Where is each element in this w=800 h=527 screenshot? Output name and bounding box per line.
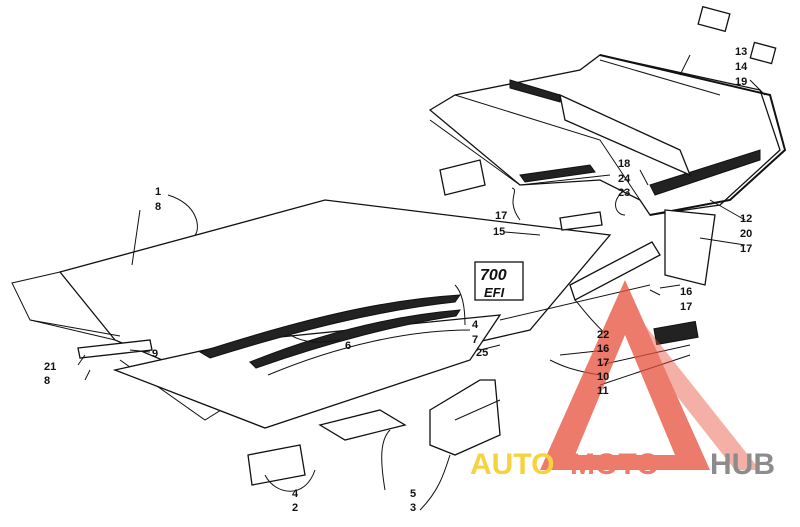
rear-bumper-assembly <box>428 54 787 216</box>
watermark-triangle <box>540 280 710 470</box>
callout-1: 1 <box>155 186 161 198</box>
callout-2: 2 <box>292 502 298 514</box>
callout-16-right: 16 <box>680 286 692 298</box>
callout-20: 20 <box>740 228 752 240</box>
callout-25: 25 <box>476 347 488 359</box>
callout-12: 12 <box>740 213 752 225</box>
callout-11: 11 <box>597 385 609 397</box>
callout-4-top: 4 <box>472 319 479 331</box>
watermark-moto: MOTO <box>570 448 659 481</box>
callout-16-lower: 16 <box>597 343 609 355</box>
callout-17-lower: 17 <box>597 357 609 369</box>
callout-21: 21 <box>44 361 56 373</box>
callout-15: 15 <box>493 226 505 238</box>
callout-17-mid: 17 <box>680 301 692 313</box>
watermark-logo: AUTO MOTO HUB <box>470 280 775 481</box>
callout-4-bottom: 4 <box>292 488 299 500</box>
watermark-auto: AUTO <box>470 448 554 481</box>
callout-5: 5 <box>410 488 416 500</box>
tail-reflector <box>653 320 699 346</box>
model-badge: 700 EFI <box>474 261 524 301</box>
decal-13 <box>697 5 731 33</box>
hinge-bracket-left <box>77 339 153 359</box>
callout-3: 3 <box>410 502 416 514</box>
callout-19: 19 <box>735 76 747 88</box>
callout-8-left: 8 <box>44 375 50 387</box>
flap-plate <box>318 409 407 441</box>
decal-14 <box>749 41 777 65</box>
badge-line1: 700 <box>480 267 507 284</box>
callout-7: 7 <box>472 334 478 346</box>
callout-10: 10 <box>597 371 609 383</box>
callout-labels: 1 8 13 14 19 18 24 23 17 15 12 20 17 16 … <box>44 46 752 514</box>
license-plate <box>247 444 306 486</box>
hinge-bracket-top <box>439 159 603 231</box>
callout-6: 6 <box>345 340 351 352</box>
callout-23: 23 <box>618 187 630 199</box>
callout-18: 18 <box>618 158 630 170</box>
callout-8: 8 <box>155 201 161 213</box>
stripe-decal <box>198 294 471 376</box>
callout-17-right: 17 <box>740 243 752 255</box>
badge-line2: EFI <box>484 285 505 300</box>
leader-lines <box>77 54 766 511</box>
callout-22: 22 <box>597 329 609 341</box>
mounting-bracket <box>429 379 501 456</box>
callout-17-top: 17 <box>495 210 507 222</box>
rear-flap <box>664 209 716 286</box>
callout-14: 14 <box>735 61 748 73</box>
watermark-hub: HUB <box>710 448 775 481</box>
callout-9: 9 <box>152 348 158 360</box>
callout-13: 13 <box>735 46 747 58</box>
callout-24: 24 <box>618 173 631 185</box>
